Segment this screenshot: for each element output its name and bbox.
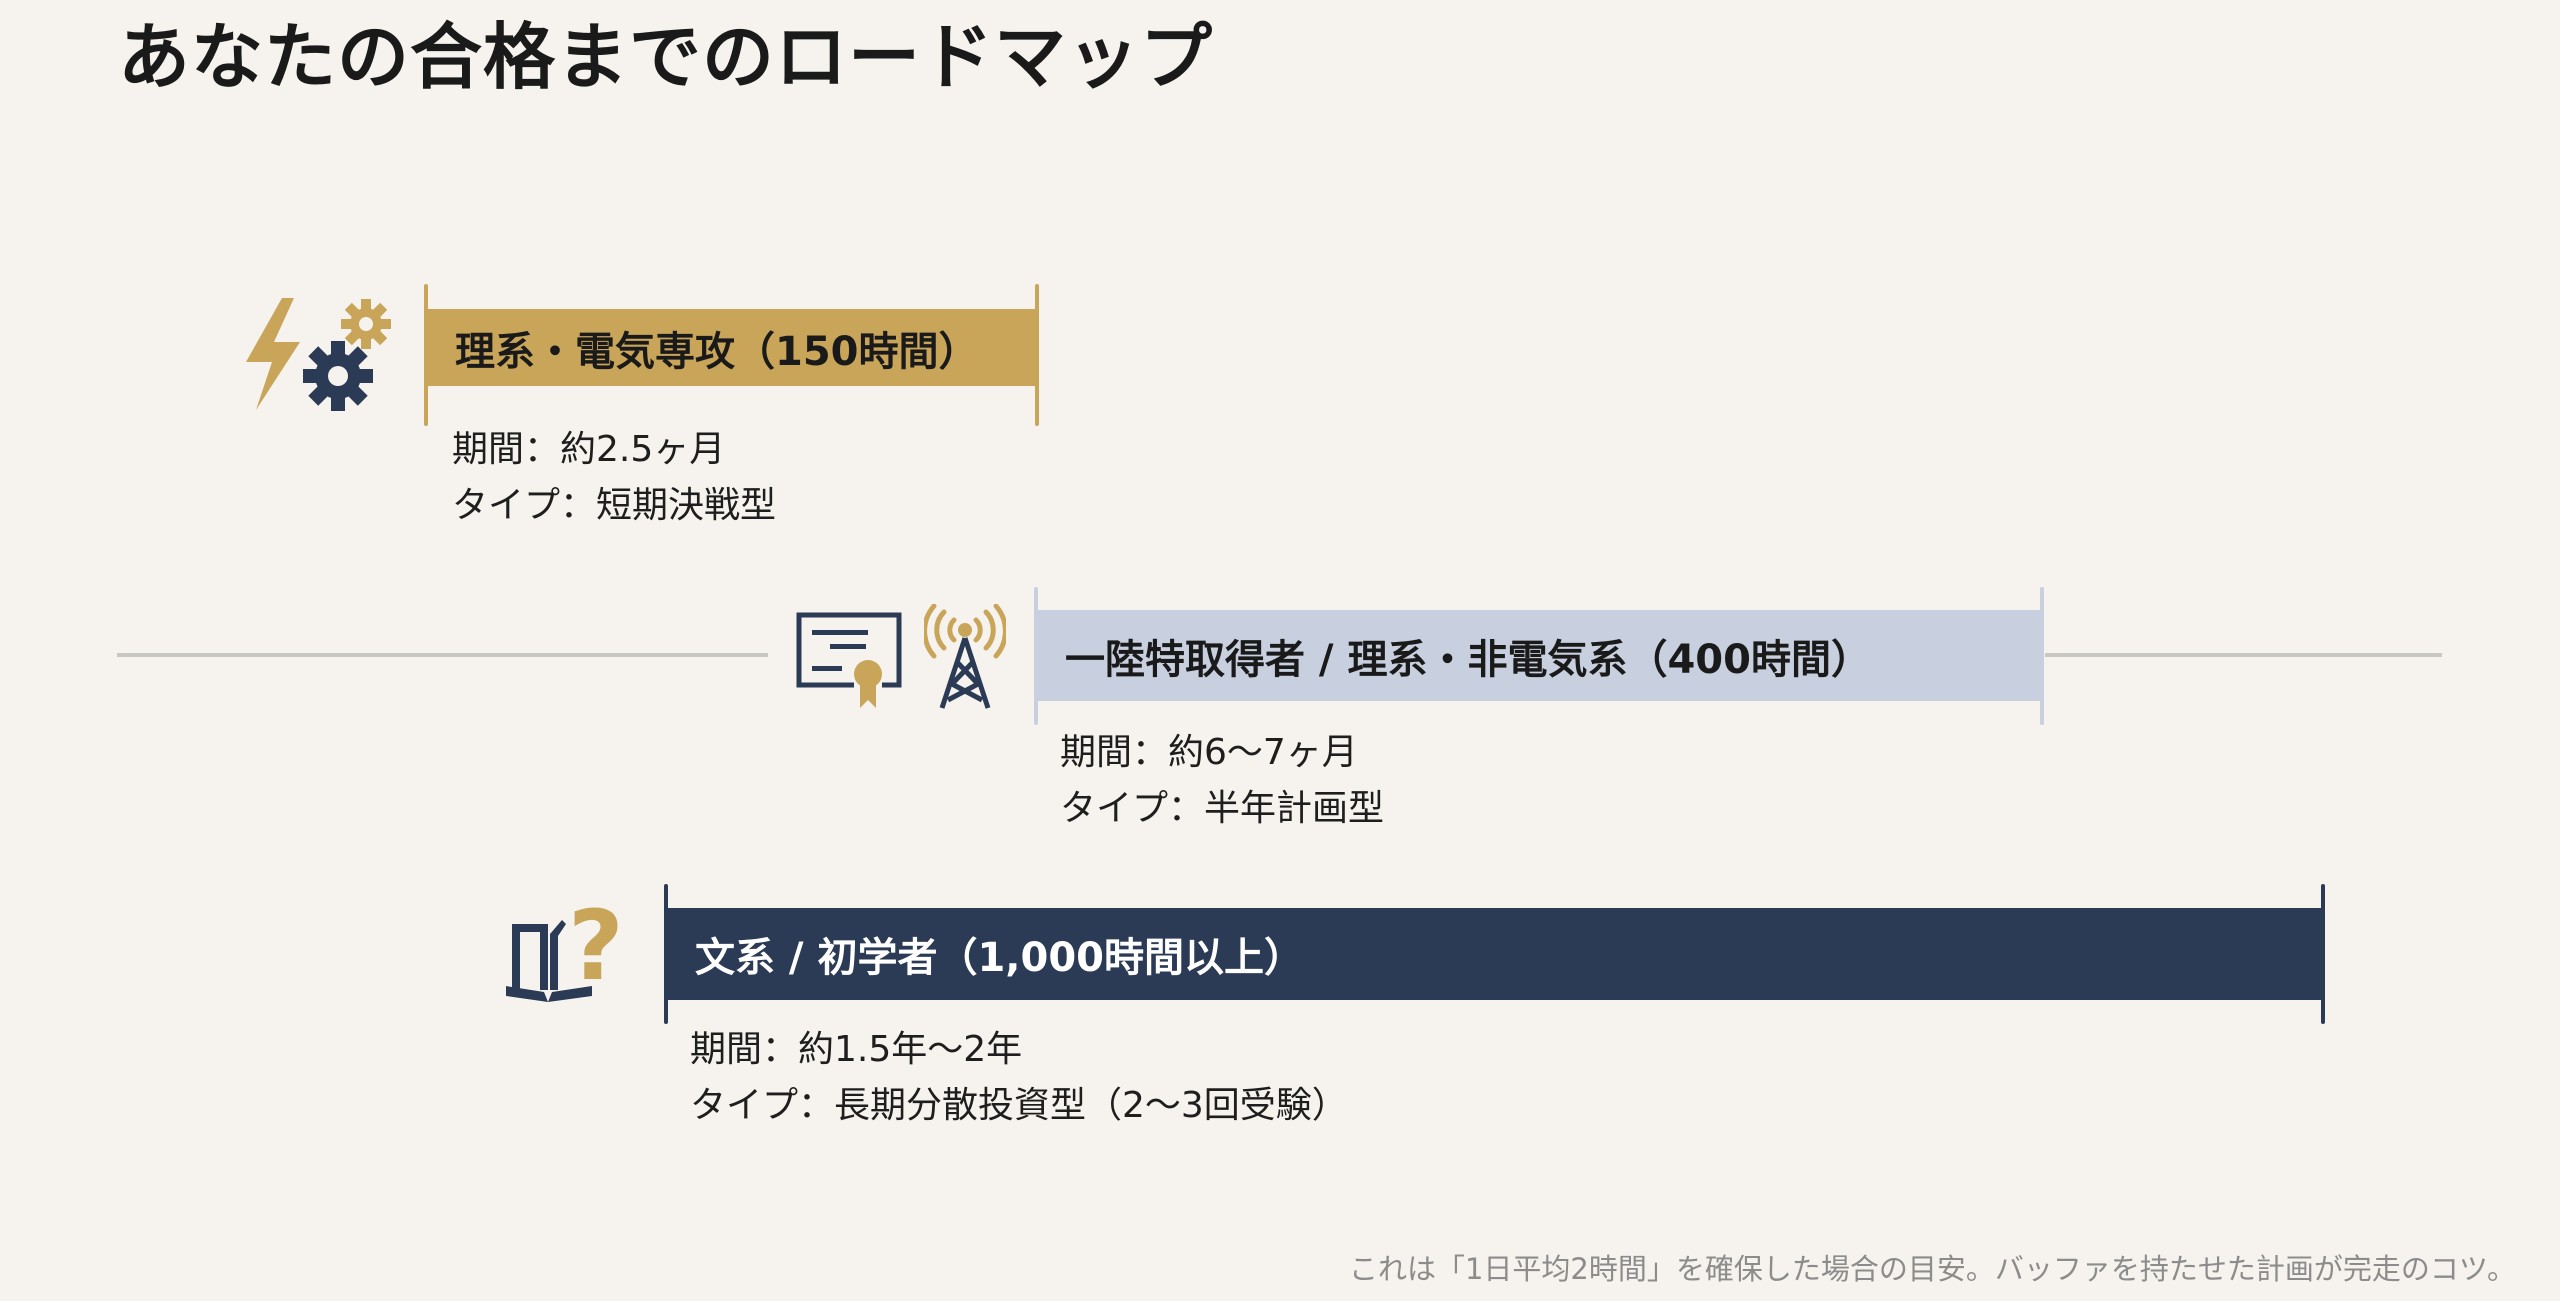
- track-2-period: 期間：約6〜7ヶ月: [1060, 732, 1358, 773]
- track-3-label: 文系 / 初学者（1,000時間以上）: [695, 935, 1304, 981]
- track-2-start-tick: [1034, 587, 1038, 725]
- track-3-start-tick: [664, 884, 668, 1024]
- track-1-label: 理系・電気専攻（150時間）: [455, 328, 979, 375]
- lightning-icon: [246, 298, 300, 410]
- track-1-details: 期間：約2.5ヶ月 タイプ：短期決戦型: [452, 422, 776, 534]
- track-3-end-tick: [2321, 884, 2325, 1024]
- track-2-end-tick: [2040, 587, 2044, 725]
- timeline-divider-right: [2045, 653, 2442, 657]
- track-1-bar: 理系・電気専攻（150時間）: [427, 309, 1037, 386]
- track-3-bar: 文系 / 初学者（1,000時間以上）: [667, 908, 2322, 1000]
- track-1-period: 期間：約2.5ヶ月: [452, 429, 726, 470]
- certificate-icon: [796, 612, 902, 708]
- track-2-bar: 一陸特取得者 / 理系・非電気系（400時間）: [1037, 610, 2043, 701]
- track-1-end-tick: [1035, 284, 1039, 426]
- gear-icon: [303, 341, 373, 411]
- track-2-label: 一陸特取得者 / 理系・非電気系（400時間）: [1065, 636, 1871, 683]
- track-1-type: タイプ：短期決戦型: [452, 485, 777, 526]
- small-gear-icon: [341, 299, 391, 349]
- page-title: あなたの合格までのロードマップ: [118, 15, 1214, 99]
- track-1-start-tick: [424, 284, 428, 426]
- question-mark-icon: ?: [568, 890, 624, 1002]
- footnote: これは「1日平均2時間」を確保した場合の目安。バッファを持たせた計画が完走のコツ…: [1348, 1252, 2516, 1286]
- track-2-type: タイプ：半年計画型: [1060, 788, 1385, 829]
- track-2-details: 期間：約6〜7ヶ月 タイプ：半年計画型: [1060, 725, 1384, 837]
- track-3-period: 期間：約1.5年〜2年: [690, 1029, 1023, 1070]
- radio-tower-icon: [924, 604, 1006, 709]
- open-book-icon: [506, 920, 592, 1002]
- timeline-divider-left: [117, 653, 768, 657]
- track-3-details: 期間：約1.5年〜2年 タイプ：長期分散投資型（2〜3回受験）: [690, 1022, 1348, 1134]
- track-3-type: タイプ：長期分散投資型（2〜3回受験）: [690, 1085, 1348, 1126]
